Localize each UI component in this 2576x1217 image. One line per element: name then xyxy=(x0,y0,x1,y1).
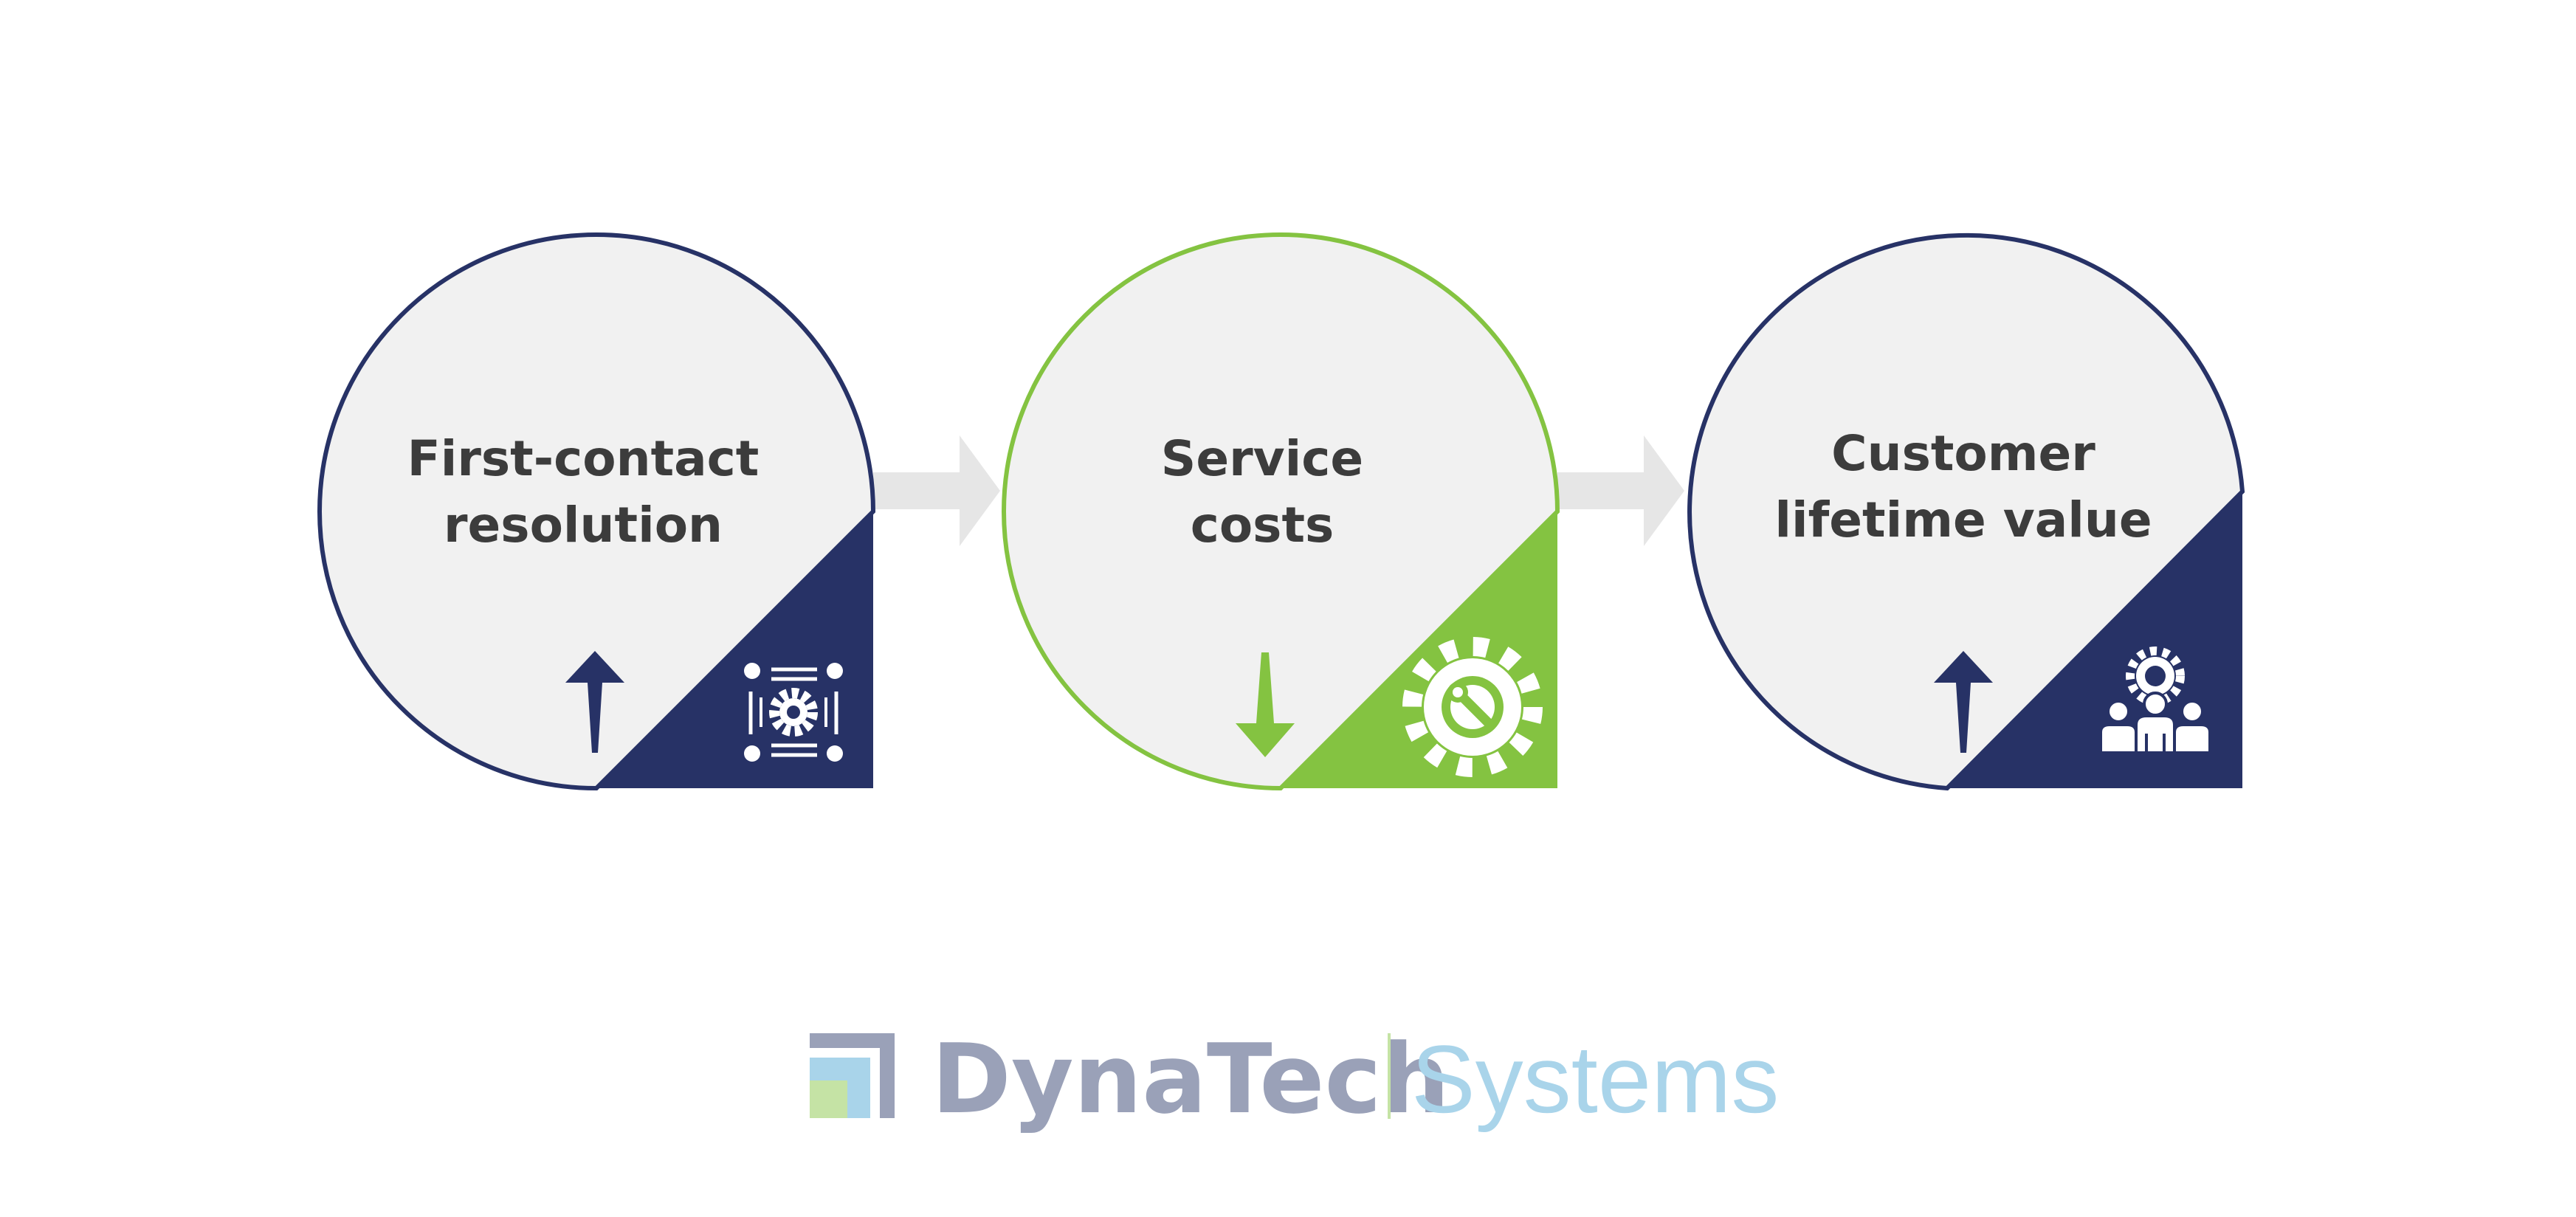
arrow-up-icon xyxy=(1934,651,1993,753)
connector-arrow-1 xyxy=(873,435,1000,546)
node-service-costs: Service costs xyxy=(1002,232,1560,791)
node-circle xyxy=(1687,232,2245,791)
node-first-contact-resolution: First-contact resolution xyxy=(317,232,876,791)
connector-arrow-2 xyxy=(1557,435,1684,546)
node-label-line2: lifetime value xyxy=(1774,492,2152,548)
brand-logo: DynaTech Systems xyxy=(810,1023,1779,1135)
gear-wrench-icon xyxy=(1402,637,1543,777)
node-circle xyxy=(1002,232,1560,791)
node-label-line1: First-contact xyxy=(407,430,760,487)
brand-name: DynaTech xyxy=(931,1023,1450,1135)
process-gear-icon xyxy=(744,663,843,762)
node-circle xyxy=(317,232,876,791)
node-corner-band xyxy=(1947,492,2242,788)
arrow-down-icon xyxy=(1236,652,1295,757)
dynatech-logo-icon xyxy=(810,1033,895,1118)
node-label-line1: Service xyxy=(1161,430,1363,487)
node-label-line2: costs xyxy=(1191,497,1335,554)
node-label-line2: resolution xyxy=(444,497,723,554)
node-label-line1: Customer xyxy=(1831,425,2095,482)
team-gear-icon xyxy=(2099,647,2211,754)
brand-suffix: Systems xyxy=(1411,1025,1779,1133)
node-customer-lifetime-value: Customer lifetime value xyxy=(1687,232,2245,791)
arrow-up-icon xyxy=(565,651,624,753)
